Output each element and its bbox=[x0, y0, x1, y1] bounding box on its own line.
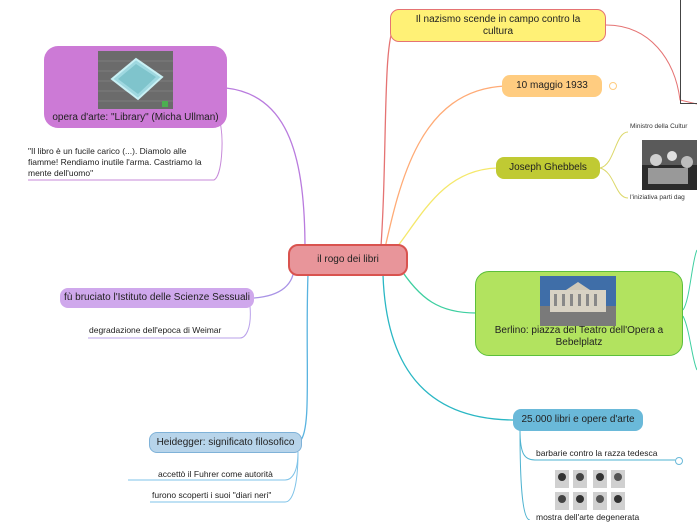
link-berlino bbox=[397, 264, 477, 314]
libri-child-mostra[interactable]: mostra dell'arte degenerata bbox=[536, 512, 640, 522]
link-istituto-child bbox=[88, 305, 251, 339]
link-libri bbox=[382, 274, 516, 421]
topic-opera-label: opera d'arte: "Library" (Micha Ullman) bbox=[52, 112, 219, 123]
link-opera-quote bbox=[28, 121, 223, 181]
central-topic[interactable]: il rogo dei libri bbox=[288, 244, 408, 276]
opera-photo bbox=[98, 51, 173, 109]
topic-maggio-label: 10 maggio 1933 bbox=[516, 80, 588, 91]
link-libri-child2 bbox=[519, 429, 531, 520]
opera-quote[interactable]: "Il libro è un fucile carico (...). Diam… bbox=[28, 146, 202, 178]
heidegger-child-fuhrer[interactable]: accettò il Fuhrer come autorità bbox=[158, 469, 273, 479]
ghebbels-note-top: Ministro della Cultur bbox=[630, 123, 688, 130]
collapse-badge-barbarie[interactable] bbox=[675, 457, 683, 465]
topic-nazismo[interactable]: Il nazismo scende in campo contro la cul… bbox=[390, 9, 606, 42]
link-berlino-right bbox=[682, 249, 697, 311]
istituto-child-weimar[interactable]: degradazione dell'epoca di Weimar bbox=[89, 325, 222, 335]
central-topic-label: il rogo dei libri bbox=[317, 254, 379, 265]
topic-libri[interactable]: 25.000 libri e opere d'arte bbox=[513, 409, 643, 431]
link-ghebbels-sub2 bbox=[599, 167, 629, 199]
heidegger-child-diari[interactable]: furono scoperti i suoi "diari neri" bbox=[152, 490, 272, 500]
topic-istituto[interactable]: fù bruciato l'Istituto delle Scienze Ses… bbox=[60, 288, 254, 308]
link-heidegger-child2 bbox=[150, 451, 299, 503]
link-opera bbox=[225, 87, 306, 251]
link-maggio bbox=[382, 85, 506, 258]
topic-istituto-label: fù bruciato l'Istituto delle Scienze Ses… bbox=[64, 292, 250, 303]
link-ghebbels-sub bbox=[599, 131, 629, 169]
topic-ghebbels-label: Joseph Ghebbels bbox=[509, 162, 587, 173]
topic-maggio[interactable]: 10 maggio 1933 bbox=[502, 75, 602, 97]
topic-nazismo-label: Il nazismo scende in campo contro la cul… bbox=[415, 13, 581, 37]
topic-ghebbels[interactable]: Joseph Ghebbels bbox=[496, 157, 600, 179]
topic-berlino-label: Berlino: piazza del Teatro dell'Opera a … bbox=[494, 325, 664, 348]
ghebbels-note-bottom: l'iniziativa parti dag bbox=[630, 194, 685, 201]
edge-frame bbox=[680, 0, 697, 104]
topic-heidegger-label: Heidegger: significato filosofico bbox=[156, 436, 295, 448]
collapse-badge-maggio[interactable] bbox=[609, 82, 617, 90]
link-heidegger bbox=[299, 273, 309, 442]
berlino-photo bbox=[540, 276, 616, 326]
topic-libri-label: 25.000 libri e opere d'arte bbox=[521, 414, 635, 425]
link-nazismo-right bbox=[605, 24, 697, 105]
link-nazismo bbox=[379, 24, 396, 261]
libri-child-barbarie[interactable]: barbarie contro la razza tedesca bbox=[536, 448, 658, 458]
link-ghebbels bbox=[389, 167, 498, 257]
link-berlino-right2 bbox=[682, 315, 697, 371]
mostra-portraits bbox=[553, 468, 629, 512]
topic-heidegger[interactable]: Heidegger: significato filosofico bbox=[149, 432, 302, 453]
ghebbels-photo bbox=[642, 140, 697, 190]
